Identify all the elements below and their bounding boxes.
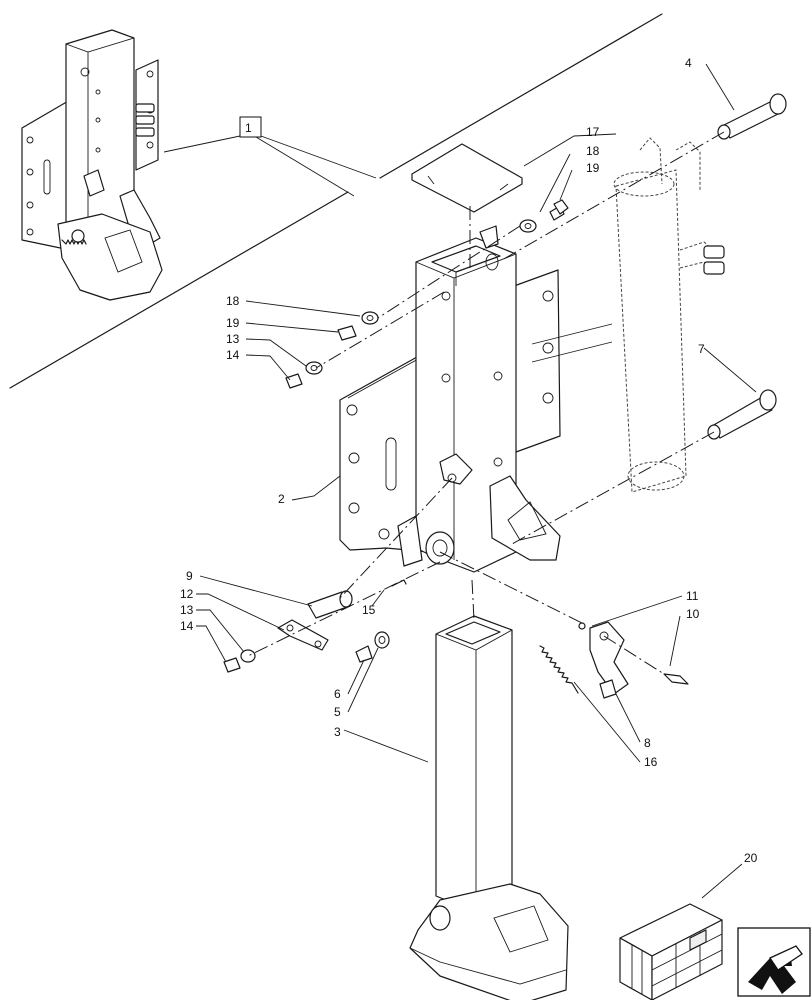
callout-9: 9 — [186, 569, 193, 583]
callout-6: 6 — [334, 687, 341, 701]
part-6-bolt — [355, 645, 373, 663]
part-12-plate — [277, 619, 329, 651]
part-2-leg-housing — [397, 225, 561, 573]
callout-4: 4 — [685, 56, 692, 70]
part-8-latch — [589, 621, 629, 699]
part-9-pin — [307, 590, 353, 619]
part-19-bolt-upper — [549, 199, 569, 221]
callout-16: 16 — [644, 755, 658, 769]
callout-17: 17 — [586, 125, 600, 139]
part-7-pin — [707, 389, 777, 440]
callout-11: 11 — [686, 589, 699, 603]
part-18-washer-upper — [519, 219, 537, 233]
callout-10: 10 — [686, 607, 700, 621]
part-13-washer-upper — [305, 361, 323, 375]
part-20-shipping-crate — [619, 903, 723, 1000]
callout-20: 20 — [744, 851, 758, 865]
callout-3: 3 — [334, 725, 341, 739]
part-5-washer — [374, 631, 390, 649]
part-18-washer-left — [361, 311, 379, 325]
callout-8: 8 — [644, 736, 651, 750]
callout-2: 2 — [278, 492, 285, 506]
callout-15: 15 — [362, 603, 376, 617]
hydraulic-cylinder-ghost — [613, 137, 721, 493]
part-14-bolt-upper — [285, 373, 303, 389]
callout-1-group: 1 — [163, 116, 377, 197]
callout-18-upper: 18 — [586, 144, 600, 158]
callout-14-lower: 14 — [180, 619, 194, 633]
callout-5: 5 — [334, 705, 341, 719]
inset-separator — [9, 191, 349, 389]
part-13-washer-lower — [240, 649, 256, 663]
inset-separator-upper — [379, 13, 663, 179]
hydraulic-fittings — [703, 245, 725, 275]
part-16-spring — [539, 645, 579, 694]
part-17-cap — [411, 143, 523, 213]
callout-1-leader — [163, 135, 377, 197]
callout-12: 12 — [180, 587, 194, 601]
assembly-axis-lines — [247, 131, 725, 675]
callout-13-lower: 13 — [180, 603, 194, 617]
callout-18-left: 18 — [226, 294, 240, 308]
callout-19-upper: 19 — [586, 161, 600, 175]
assembly-overview-inset — [9, 13, 663, 389]
part-10-screw — [663, 673, 689, 685]
part-11-nut — [578, 622, 586, 630]
callout-13-upper: 13 — [226, 332, 240, 346]
part-3-inner-leg — [409, 615, 569, 1000]
callout-labels: 4 17 18 19 18 19 13 14 7 2 9 12 13 14 15… — [180, 56, 758, 865]
part-14-bolt-lower — [223, 657, 241, 673]
callout-7: 7 — [698, 342, 705, 356]
callout-19-left: 19 — [226, 316, 240, 330]
callout-1-box — [239, 116, 262, 138]
callout-14-upper: 14 — [226, 348, 240, 362]
part-15-cotter-pin — [391, 579, 407, 587]
callout-1: 1 — [245, 121, 252, 135]
return-arrow-icon[interactable] — [737, 927, 811, 997]
part-19-bolt-left — [337, 325, 357, 341]
callout-leaders — [196, 63, 757, 899]
